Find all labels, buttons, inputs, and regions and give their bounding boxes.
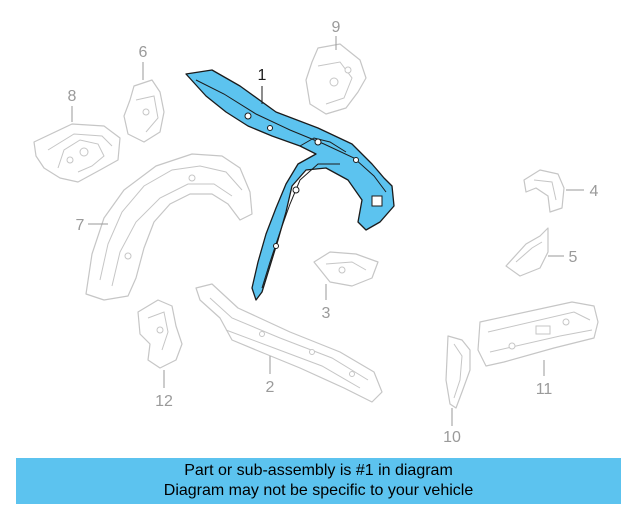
part-9-bracket[interactable] [305, 43, 367, 115]
callout-5: 5 [569, 249, 578, 266]
callout-3: 3 [322, 305, 331, 322]
callout-6: 6 [139, 44, 148, 61]
part-12-bracket[interactable] [137, 299, 183, 369]
part-8-panel[interactable] [33, 123, 121, 183]
part-5-bracket[interactable] [505, 227, 549, 277]
info-banner: Part or sub-assembly is #1 in diagram Di… [16, 458, 621, 504]
callout-8: 8 [68, 88, 77, 105]
callout-11: 11 [536, 381, 553, 398]
part-7-inner-wheelhouse[interactable] [85, 153, 253, 301]
callout-7: 7 [76, 217, 85, 234]
callout-2: 2 [266, 379, 275, 396]
banner-line-2: Diagram may not be specific to your vehi… [163, 482, 474, 499]
part-1-quarter-inner-panel[interactable] [185, 69, 395, 301]
banner-line-1: Part or sub-assembly is #1 in diagram [184, 462, 453, 479]
part-4-bracket[interactable] [523, 169, 565, 213]
callout-12: 12 [155, 393, 173, 410]
part-2-rail[interactable] [195, 283, 383, 403]
callout-4: 4 [590, 183, 599, 200]
callout-10: 10 [443, 429, 461, 446]
part-10-bracket[interactable] [445, 335, 471, 409]
callout-1: 1 [258, 67, 267, 84]
part-6-bracket[interactable] [123, 79, 165, 143]
part-11-panel[interactable] [477, 301, 599, 367]
part-3-bracket[interactable] [313, 251, 379, 287]
callout-9: 9 [332, 19, 341, 36]
